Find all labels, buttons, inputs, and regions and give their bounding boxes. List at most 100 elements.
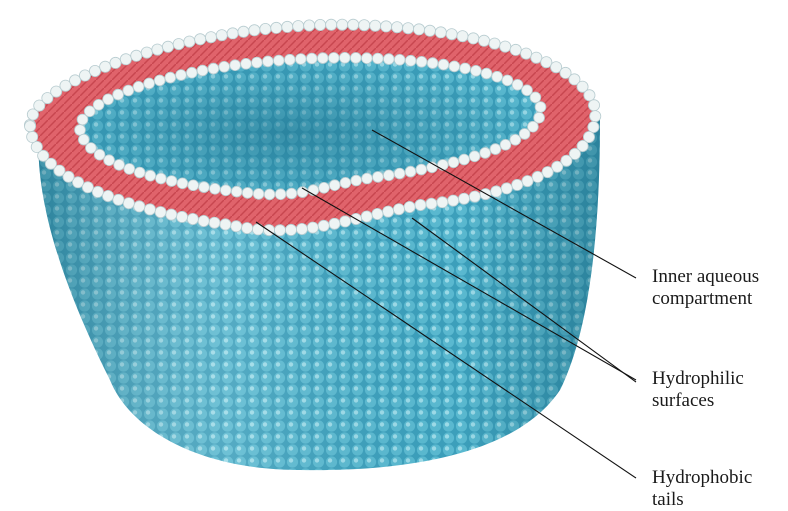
head-group-bead <box>510 134 521 145</box>
head-group-bead <box>361 53 372 64</box>
head-group-bead <box>383 54 394 65</box>
head-group-bead <box>413 24 424 35</box>
head-group-bead <box>404 201 415 212</box>
head-group-bead <box>134 201 145 212</box>
label-inner-aqueous-line1: Inner aqueous <box>652 266 759 288</box>
head-group-bead <box>492 71 503 82</box>
head-group-bead <box>350 53 361 64</box>
head-group-bead <box>186 67 197 78</box>
head-group-bead <box>205 32 216 43</box>
head-group-bead <box>296 223 307 234</box>
head-group-bead <box>416 56 427 67</box>
head-group-bead <box>372 53 383 64</box>
head-group-bead <box>184 36 195 47</box>
head-group-bead <box>219 61 230 72</box>
head-group-bead <box>393 204 404 215</box>
head-group-bead <box>79 70 90 81</box>
head-group-bead <box>460 63 471 74</box>
head-group-bead <box>31 141 42 152</box>
head-group-bead <box>326 19 337 30</box>
label-hydrophobic-line2: tails <box>652 489 684 511</box>
head-group-bead <box>220 219 231 230</box>
head-group-bead <box>502 75 513 86</box>
head-group-bead <box>459 154 470 165</box>
head-group-bead <box>271 22 282 33</box>
head-group-bead <box>394 54 405 65</box>
head-group-bead <box>275 189 286 200</box>
head-group-bead <box>304 20 315 31</box>
head-group-bead <box>427 58 438 69</box>
head-group-bead <box>241 58 252 69</box>
head-group-bead <box>381 21 392 32</box>
head-group-bead <box>100 61 111 72</box>
head-group-bead <box>530 92 541 103</box>
head-group-bead <box>531 52 542 63</box>
head-group-bead <box>588 100 599 111</box>
head-group-bead <box>361 211 372 222</box>
head-group-bead <box>103 94 114 105</box>
head-group-bead <box>154 75 165 86</box>
head-group-bead <box>227 28 238 39</box>
head-group-bead <box>242 188 253 199</box>
head-group-bead <box>187 213 198 224</box>
head-group-bead <box>329 180 340 191</box>
head-group-bead <box>230 60 241 71</box>
head-group-bead <box>500 139 511 150</box>
head-group-bead <box>318 220 329 231</box>
head-group-bead <box>70 75 81 86</box>
head-group-bead <box>339 52 350 63</box>
head-group-bead <box>208 63 219 74</box>
head-group-bead <box>435 27 446 38</box>
head-group-bead <box>405 55 416 66</box>
head-group-bead <box>144 78 155 89</box>
head-group-bead <box>383 206 394 217</box>
head-group-bead <box>340 177 351 188</box>
head-group-bead <box>415 199 426 210</box>
head-group-bead <box>102 190 113 201</box>
head-group-bead <box>315 19 326 30</box>
head-group-bead <box>348 19 359 30</box>
head-group-bead <box>359 20 370 31</box>
head-group-bead <box>383 170 394 181</box>
head-group-bead <box>512 79 523 90</box>
head-group-bead <box>457 31 468 42</box>
head-group-bead <box>152 44 163 55</box>
head-group-bead <box>144 204 155 215</box>
head-group-bead <box>113 194 124 205</box>
head-group-bead <box>481 68 492 79</box>
head-group-bead <box>416 164 427 175</box>
head-group-bead <box>424 25 435 36</box>
head-group-bead <box>263 56 274 67</box>
head-group-bead <box>284 54 295 65</box>
head-group-bead <box>242 223 253 234</box>
head-group-bead <box>249 25 260 36</box>
head-group-bead <box>500 41 511 52</box>
label-hydrophobic-line1: Hydrophobic <box>652 467 752 489</box>
head-group-bead <box>155 207 166 218</box>
head-group-bead <box>491 186 502 197</box>
head-group-bead <box>468 33 479 44</box>
head-group-bead <box>295 54 306 65</box>
head-group-bead <box>535 102 546 113</box>
head-group-bead <box>370 20 381 31</box>
head-group-bead <box>131 50 142 61</box>
head-group-bead <box>392 22 403 33</box>
head-group-bead <box>114 160 125 171</box>
head-group-bead <box>274 225 285 236</box>
head-group-bead <box>512 179 523 190</box>
label-hydrophilic-line2: surfaces <box>652 390 714 412</box>
head-group-bead <box>141 47 152 58</box>
head-group-bead <box>209 217 220 228</box>
head-group-bead <box>319 182 330 193</box>
head-group-bead <box>123 85 134 96</box>
head-group-bead <box>195 34 206 45</box>
head-group-bead <box>471 65 482 76</box>
head-group-bead <box>489 38 500 49</box>
head-group-bead <box>584 90 595 101</box>
head-group-bead <box>197 65 208 76</box>
head-group-bead <box>329 218 340 229</box>
head-group-bead <box>448 157 459 168</box>
head-group-bead <box>469 191 480 202</box>
head-group-bead <box>210 183 221 194</box>
head-group-bead <box>27 131 38 142</box>
